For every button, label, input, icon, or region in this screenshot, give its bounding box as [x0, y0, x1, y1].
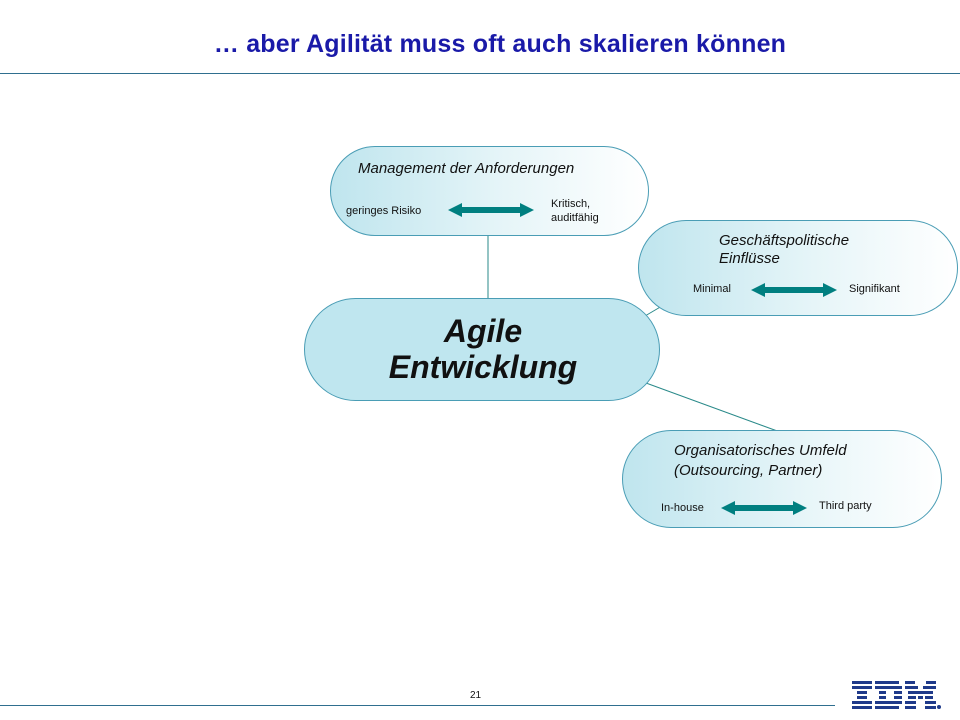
requirements-management-box: Management der Anforderungen geringes Ri… [330, 146, 649, 236]
connector-bottom [645, 382, 781, 433]
center-title-line1: Agile [443, 313, 523, 349]
double-arrow-icon [751, 283, 837, 297]
significant-label: Signifikant [849, 283, 900, 295]
box-title-line2: (Outsourcing, Partner) [674, 462, 823, 479]
auditable-label: auditfähig [551, 212, 599, 224]
center-title-line2: Entwicklung [388, 349, 578, 385]
double-arrow-icon [448, 203, 534, 217]
ibm-logo-icon [852, 681, 941, 709]
top-divider [0, 73, 960, 74]
box-title: Management der Anforderungen [358, 160, 575, 177]
center-title: Agile Entwicklung [305, 313, 661, 385]
third-party-label: Third party [819, 500, 872, 512]
double-arrow-icon [721, 501, 807, 515]
in-house-label: In-house [661, 502, 704, 514]
agile-development-center: Agile Entwicklung [304, 298, 660, 401]
critical-label: Kritisch, [551, 198, 591, 210]
slide-title: … aber Agilität muss oft auch skalieren … [213, 30, 787, 58]
box-title-line1: Organisatorisches Umfeld [674, 442, 847, 459]
bottom-divider [0, 705, 835, 706]
low-risk-label: geringes Risiko [346, 205, 422, 217]
minimal-label: Minimal [693, 283, 731, 295]
business-policy-box: Geschäftspolitische Einflüsse Minimal Si… [638, 220, 958, 316]
box-title-line1: Geschäftspolitische [719, 232, 850, 249]
page-number: 21 [470, 690, 482, 701]
organizational-environment-box: Organisatorisches Umfeld (Outsourcing, P… [622, 430, 942, 528]
box-title-line2: Einflüsse [719, 250, 780, 267]
